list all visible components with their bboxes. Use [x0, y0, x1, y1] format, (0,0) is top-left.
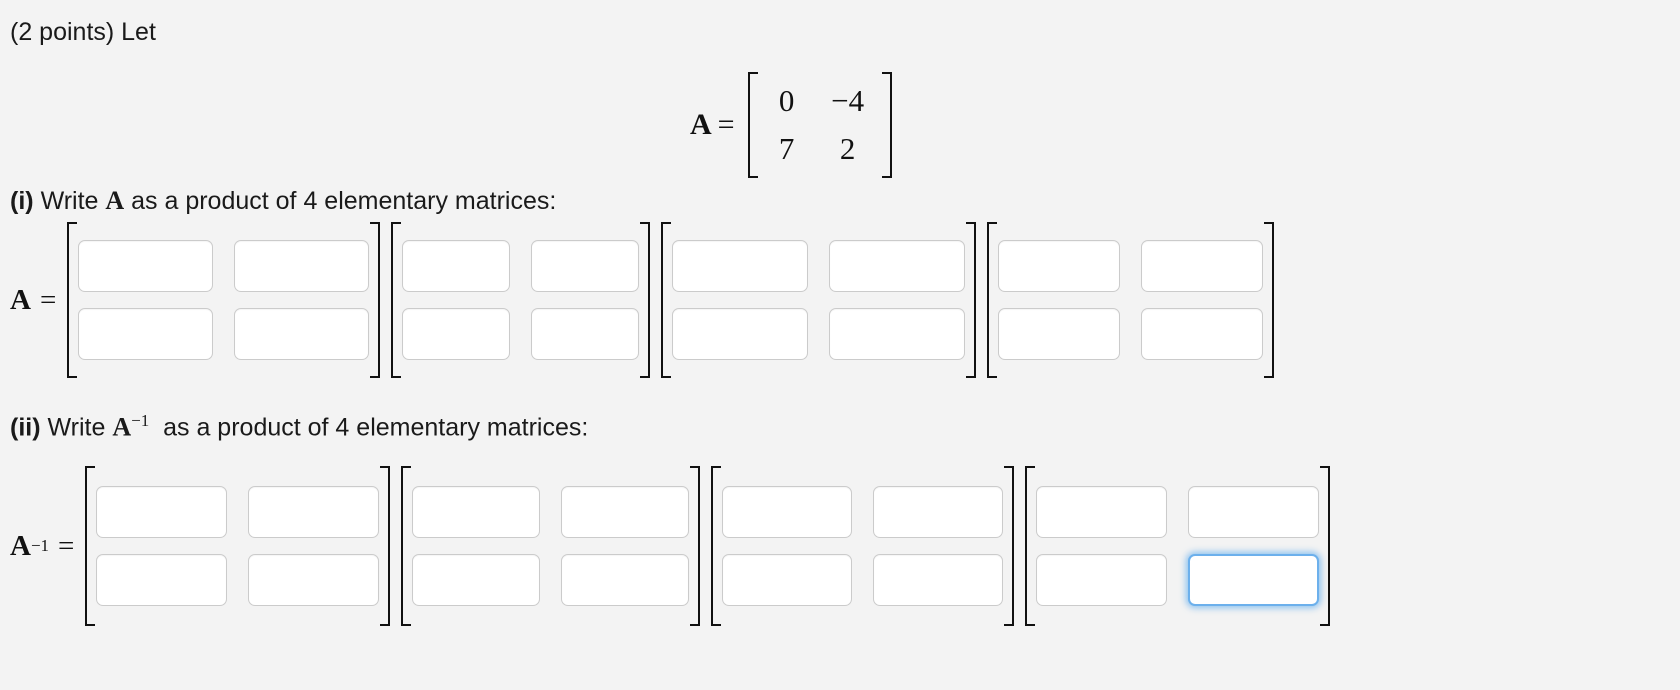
part-ii-matrix-1-cell-0-1[interactable] — [248, 486, 380, 538]
matrix-a-cell-1-0: 7 — [778, 131, 795, 166]
part-i-text-before: Write — [40, 187, 99, 215]
matrix-a-label: A — [690, 108, 712, 141]
part-ii-prompt: (ii) Write A−1 as a product of 4 element… — [10, 412, 588, 440]
part-ii-matrix-1-cell-0-0[interactable] — [96, 486, 228, 538]
part-i-matrix-1-cell-0-1[interactable] — [234, 240, 370, 292]
part-ii-matrix-4 — [1036, 466, 1320, 626]
part-i-matrix-1 — [78, 222, 370, 378]
part-i-matrix-3-left-bracket — [658, 222, 672, 378]
matrix-a-cell-0-1: −4 — [831, 83, 865, 118]
part-i-matrix-4-cell-1-1[interactable] — [1141, 308, 1264, 360]
part-ii-matrix-4-right-bracket — [1319, 466, 1333, 626]
part-i-prompt: (i) Write A as a product of 4 elementary… — [10, 188, 556, 214]
part-i-matrix-2 — [402, 222, 640, 378]
part-ii-matrix-4-cell-0-1[interactable] — [1188, 486, 1320, 538]
part-ii-matrix-1-right-bracket — [379, 466, 393, 626]
part-ii-row-label-superscript: −1 — [30, 536, 50, 555]
part-i-matrix-2-left-bracket — [388, 222, 402, 378]
part-ii-matrix-1-left-bracket — [82, 466, 96, 626]
part-i-matrix-4-right-bracket — [1263, 222, 1277, 378]
matrix-a-definition: A = 0 −4 7 2 — [690, 72, 895, 178]
part-ii-matrix-3-cell-1-1[interactable] — [873, 554, 1004, 606]
part-ii-text-after: as a product of 4 elementary matrices: — [163, 413, 589, 442]
part-ii-matrix-2-cell-0-0[interactable] — [412, 486, 541, 538]
part-i-matrix-1-cell-1-1[interactable] — [234, 308, 370, 360]
part-ii-matrix-4-left-bracket — [1022, 466, 1036, 626]
part-ii-matrix-1-cell-1-0[interactable] — [96, 554, 228, 606]
part-i-matrix-4-cell-0-1[interactable] — [1141, 240, 1264, 292]
part-ii-matrix-3-left-bracket — [708, 466, 722, 626]
part-i-symbol: A — [105, 186, 125, 215]
part-i-matrix-4-cell-1-0[interactable] — [998, 308, 1121, 360]
matrix-a-values: 0 −4 7 2 — [759, 77, 881, 173]
part-i-matrix-4 — [998, 222, 1264, 378]
part-i-matrix-3 — [672, 222, 966, 378]
part-i-matrix-3-cell-1-0[interactable] — [672, 308, 809, 360]
part-i-row-equals: = — [39, 283, 57, 316]
points-prompt: (2 points) Let — [10, 18, 156, 46]
part-ii-matrix-3 — [722, 466, 1004, 626]
matrix-a-left-bracket — [745, 72, 759, 178]
part-ii-matrix-3-right-bracket — [1003, 466, 1017, 626]
part-ii-matrix-4-cell-0-0[interactable] — [1036, 486, 1168, 538]
part-i-matrix-1-cell-0-0[interactable] — [78, 240, 214, 292]
part-ii-matrix-2-cell-1-1[interactable] — [561, 554, 690, 606]
part-i-answer-row: A= — [10, 222, 1277, 378]
matrix-a-right-bracket — [881, 72, 895, 178]
part-ii-matrix-4-cell-1-0[interactable] — [1036, 554, 1168, 606]
part-ii-matrix-2-right-bracket — [689, 466, 703, 626]
part-i-matrix-4-cell-0-0[interactable] — [998, 240, 1121, 292]
part-i-matrix-2-cell-0-0[interactable] — [402, 240, 511, 292]
part-ii-matrix-3-cell-1-0[interactable] — [722, 554, 853, 606]
part-i-matrix-3-cell-1-1[interactable] — [829, 308, 966, 360]
part-ii-matrix-2-left-bracket — [398, 466, 412, 626]
part-ii-matrix-2 — [412, 466, 690, 626]
part-ii-matrix-2-cell-1-0[interactable] — [412, 554, 541, 606]
part-i-matrix-2-right-bracket — [639, 222, 653, 378]
part-ii-symbol: A — [112, 412, 132, 442]
part-ii-row-label: A−1 = — [10, 466, 82, 626]
part-i-matrix-4-left-bracket — [984, 222, 998, 378]
matrix-a-cell-0-0: 0 — [778, 83, 795, 118]
part-i-matrix-2-cell-1-0[interactable] — [402, 308, 511, 360]
matrix-a-cell-1-1: 2 — [839, 131, 856, 166]
part-ii-matrix-1-cell-1-1[interactable] — [248, 554, 380, 606]
part-i-matrix-2-cell-0-1[interactable] — [531, 240, 640, 292]
part-i-matrix-1-left-bracket — [64, 222, 78, 378]
part-ii-matrix-4-cell-1-1-focused[interactable] — [1188, 554, 1320, 606]
part-ii-answer-row: A−1 = — [10, 466, 1333, 626]
part-ii-matrix-2-cell-0-1[interactable] — [561, 486, 690, 538]
part-i-matrix-3-cell-0-1[interactable] — [829, 240, 966, 292]
part-i-row-label: A= — [10, 222, 64, 378]
part-ii-row-label-symbol: A — [10, 529, 31, 562]
part-ii-text-before: Write — [47, 413, 106, 442]
part-ii-marker: (ii) — [10, 413, 41, 442]
part-i-matrix-2-cell-1-1[interactable] — [531, 308, 640, 360]
part-i-matrix-3-right-bracket — [965, 222, 979, 378]
part-i-matrix-1-cell-1-0[interactable] — [78, 308, 214, 360]
part-i-marker: (i) — [10, 187, 34, 215]
part-i-matrix-3-cell-0-0[interactable] — [672, 240, 809, 292]
part-ii-symbol-superscript: −1 — [131, 411, 150, 430]
part-ii-matrix-3-cell-0-1[interactable] — [873, 486, 1004, 538]
part-i-row-label-symbol: A — [10, 283, 31, 316]
part-i-text-after: as a product of 4 elementary matrices: — [131, 187, 557, 215]
part-ii-matrix-1 — [96, 466, 380, 626]
part-i-matrix-1-right-bracket — [369, 222, 383, 378]
part-ii-matrix-3-cell-0-0[interactable] — [722, 486, 853, 538]
matrix-a-equals-sign: = — [717, 108, 735, 141]
part-ii-row-equals: = — [58, 529, 75, 562]
